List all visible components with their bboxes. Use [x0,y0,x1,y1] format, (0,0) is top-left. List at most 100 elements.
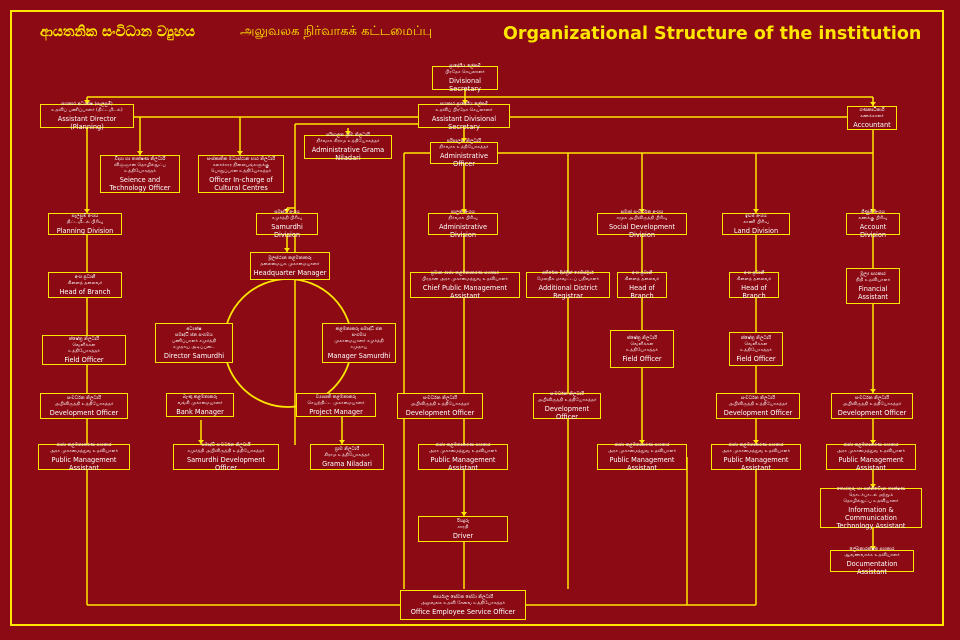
node-native-label: ක්ෂේත්‍ර නිලධාරී வெளிக்கள உத்தியோகத்தர் [68,336,100,354]
node-native-label: සංවර්ධන නිලධාරී அபிவிருத்தி உத்தியோகத்தர… [842,395,902,407]
node-native-label: රියදුරු சாரதி [457,518,469,530]
title-english: Organizational Structure of the institut… [503,24,922,44]
node-ds2: අධ්‍යක්ෂ සමෘද්ධි ජන සංගමය பணிப்பாளர் சமு… [155,323,233,363]
node-hb1: අංශ ප්‍රධානී கிளைத் தலைவர்Head of Branch [48,272,122,298]
node-do2: සංවර්ධන නිලධාරී அபிவிருத்தி உத்தியோகத்தர… [397,393,483,419]
title-sinhala: ආයතනික සංවිධාන ව්‍යුහය [40,24,195,40]
node-english-label: Development Officer [405,408,475,417]
node-pma4: රාජ්‍ය කළමනාකරණ සහකාර அரச முகாமைத்துவ உத… [711,442,801,472]
node-pm: ව්‍යාපෘති කළමනාකරු செயற்திட்ட முகாமையாளர… [296,393,376,417]
arrow-head [137,151,143,155]
node-drv: රියදුරු சாரதிDriver [418,516,508,542]
node-ao: පරිපාලන නිලධාරී நிர்வாக உத்தியோகத்தர்Adm… [430,139,498,168]
node-native-label: සහකාර අධ්‍යක්ෂ (සැලසුම්) உதவிப் பணிப்பாள… [51,101,123,113]
node-sdd: සමාජ සංවර්ධන අංශය சமூக அபிவிருத்தி பிரிவ… [597,209,687,239]
arrow-head [462,100,468,104]
node-english-label: Bank Manager [176,407,224,416]
arrow-head [639,209,645,213]
arrow-head [461,138,467,142]
arrow-head [870,546,876,550]
node-cpma: ප්‍රධාන රාජ්‍ය කළමනාකරණ සහකාර பிரதான அரச… [410,270,520,300]
node-english-label: Head of Branch [59,287,111,296]
node-do1: සංවර්ධන නිලධාරී அபிவிருத்தி உத்தியோகத்தர… [40,393,128,419]
node-fo1: ක්ෂේත්‍ර නිලධාරී வெளிக்கள உத்தியோகத்தர்F… [42,335,126,365]
node-sto: විද්‍යා හා තාක්ෂණ නිලධාරී விஞ்ஞான தொழில்… [100,155,180,193]
node-native-label: රාජ්‍ය කළමනාකරණ සහකාර அரச முகாமைத்துவ உத… [721,442,791,454]
node-acd: ගිණුම් අංශය கணக்கு பிரிவுAccount Divisio… [846,210,900,239]
node-english-label: Assistant Divisional Secretary [431,114,497,131]
node-occ: සංස්කෘතික මධ්‍යස්ථාන භාර නිලධාරී கலாச்சா… [198,155,284,193]
node-ld: ඉඩම් අංශය காணி பிரிவுLand Division [722,213,790,235]
node-native-label: අංශ ප්‍රධානී கிளைத் தலைவர் [624,270,660,282]
node-native-label: තොරතුරු හා සන්නිවේදන තාක්ෂණ தொடர்பாடல் ம… [836,486,906,504]
node-native-label: ගණකාධිකාරී கணக்காளர் [859,107,885,119]
node-native-label: කළමනාකරු සමෘද්ධි ජන සංගමය முகாமையாளர் சம… [334,326,384,350]
node-native-label: පාලන අංශය நிர்வாக பிரிவு [448,209,478,221]
node-native-label: ක්ෂේත්‍ර නිලධාරී வெளிக்கள உத்தியோகத்தர் [740,335,772,353]
node-do4: සංවර්ධන නිලධාරී அபிவிருத்தி உத்தியோகத்தர… [716,393,800,419]
node-native-label: සංවර්ධන නිලධාරී அபிவிருத்தி உத்தியோகத்தர… [410,395,470,407]
node-doc: ලේඛනාරක්ෂක සහකාර ஆவணவாக்க உதவியாளர்Docum… [830,546,914,576]
node-english-label: Financial Assistant [857,284,889,301]
node-english-label: Field Officer [64,355,104,364]
node-english-label: Social Development Division [608,222,676,239]
node-english-label: Land Division [733,226,779,235]
node-hb2: අංශ ප්‍රධානී கிளைத் தலைவர்Head of Branch [617,270,667,300]
arrow-head [339,440,345,444]
node-native-label: බැංකු කළමනාකරු வங்கி முகாமையாளர் [177,394,223,406]
node-fo2: ක්ෂේත්‍ර නිලධාරී வெளிக்கள உத்தியோகத்தர்F… [610,330,674,368]
node-english-label: Development Officer [49,408,119,417]
node-english-label: Public Management Assistant [51,455,117,472]
node-native-label: අංශ ප්‍රධානී கிளைத் தலைவர் [736,270,772,282]
arrow-head [870,102,876,106]
node-native-label: සමෘද්ධි සංවර්ධන නිලධාරී சமுர்த்தி அபிவிர… [187,442,265,454]
node-bm: බැංකු කළමනාකරු வங்கி முகாமையாளர்Bank Man… [166,393,234,417]
node-native-label: ප්‍රාදේශීය ලේකම් பிரதேச செயலாளர் [445,63,485,75]
node-native-label: සහකාර ප්‍රාදේශීය ලේකම් உதவிப் பிரதேச செய… [435,101,493,113]
node-english-label: Planning Division [56,226,114,235]
node-english-label: Driver [452,531,474,540]
arrow-head [870,484,876,488]
node-native-label: ලේඛනාරක්ෂක සහකාර ஆவணவாக்க உதவியாளர் [844,546,900,558]
node-pma1: රාජ්‍ය කළමනාකරණ සහකාර அரச முகாமைத்துவ உத… [38,443,130,472]
node-english-label: Project Manager [309,407,363,416]
arrow-head [461,512,467,516]
node-native-label: සැලසුම් අංශය திட்டமிடல் பிரிவு [66,213,104,225]
node-english-label: Development Officer [837,408,907,417]
node-english-label: Grama Niladari [322,459,372,468]
node-gn: ග්‍රාම නිලධාරී கிராம உத்தியோகத்தர்Grama … [310,444,384,470]
node-english-label: Headquarter Manager [253,268,327,277]
node-english-label: Chief Public Management Assistant [422,283,508,300]
node-english-label: Assistant Director (Planning) [57,114,117,131]
node-oeso: කාර්යාල සේවක සේවා නිලධාරී அலுவலக உதவி சே… [400,590,526,620]
node-english-label: Documentation Assistant [846,559,898,576]
node-english-label: Samurdhi Division [271,222,303,239]
node-english-label: Public Management Assistant [609,455,675,472]
chart-border [10,10,944,626]
node-acc: ගණකාධිකාරී கணக்காளர்Accountant [847,106,897,130]
node-adp: සහකාර අධ්‍යක්ෂ (සැලසුම්) உதவிப் பணிப்பாள… [40,101,134,131]
node-native-label: රාජ්‍ය කළමනාකරණ සහකාර அரச முகாமைத்துவ உத… [607,442,677,454]
node-english-label: Head of Branch [629,283,655,300]
node-native-label: රාජ්‍ය කළමනාකරණ සහකාර அரச முகாமைத்துவ உத… [836,442,906,454]
node-native-label: සංවර්ධන නිලධාරී அபிவிருத்தி உத்தியோகத்தர… [54,395,114,407]
node-pma5: රාජ්‍ය කළමනාකරණ සහකාර அரச முகாமைத்துவ உத… [826,442,916,472]
node-english-label: Public Management Assistant [430,455,496,472]
arrow-head [284,248,290,252]
node-native-label: මූලස්ථාන කළමනාකරු தலைமையக முகாமையாளர் [260,255,320,267]
node-english-label: Officer In-charge of Cultural Centres [209,175,273,192]
arrow-head [198,440,204,444]
node-fa: මූල්‍ය සහකාර நிதி உதவியாளர்Financial Ass… [846,268,900,304]
node-english-label: Administrative Officer [440,151,488,168]
node-native-label: කාර්යාල සේවක සේවා නිලධාරී அலுவலக உதவி சே… [420,594,506,606]
node-do5: සංවර්ධන නිලධාරී அபிவிருத்தி உத்தியோகத்தர… [831,393,913,419]
node-native-label: මූල්‍ය සහකාර நிதி உதவியாளர் [855,271,891,283]
node-fo3: ක්ෂේත්‍ර නිලධාරී வெளிக்கள உத்தியோகத்தர்F… [729,332,783,366]
node-english-label: Seience and Technology Officer [109,175,171,192]
node-native-label: සමාජ සංවර්ධන අංශය சமூக அபிவிருத்தி பிரிவ… [616,209,668,221]
node-native-label: ක්ෂේත්‍ර නිලධාරී வெளிக்கள உத்தியோகத்தர் [626,335,658,353]
node-english-label: Development Officer [544,404,590,421]
node-english-label: Field Officer [622,354,662,363]
node-native-label: ප්‍රධාන රාජ්‍ය කළමනාකරණ සහකාර பிரதான அரச… [422,270,508,282]
